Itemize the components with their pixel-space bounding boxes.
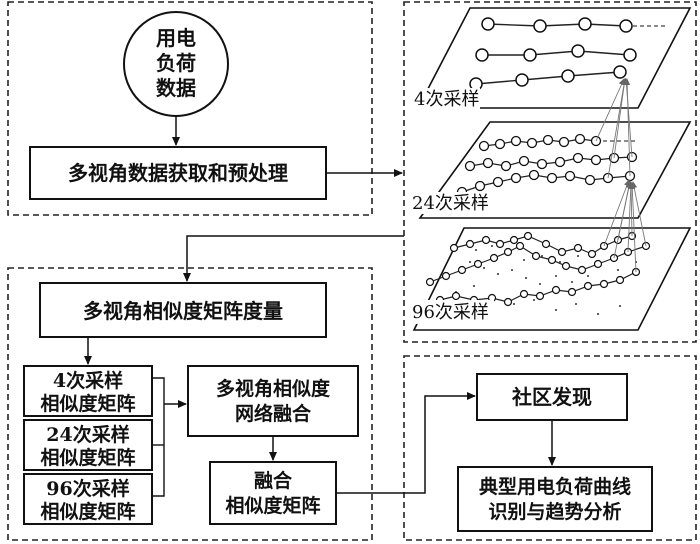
bracket-similarity-matrices bbox=[152, 377, 165, 497]
source-data-label-2: 负荷 bbox=[156, 51, 196, 75]
acquisition-box bbox=[29, 146, 327, 200]
group-frame-acquisition bbox=[7, 1, 373, 216]
similarity-24-box bbox=[23, 419, 153, 471]
community-label: 社区发现 bbox=[511, 385, 592, 409]
fused-matrix-label-2: 相似度矩阵 bbox=[225, 494, 320, 517]
similarity-96-label-2: 相似度矩阵 bbox=[40, 500, 135, 523]
similarity-96-label-1: 96次采样 bbox=[46, 477, 129, 500]
layer-96-label: 96次采样 bbox=[412, 302, 489, 323]
fused-matrix-label-1: 融合 bbox=[254, 469, 293, 492]
fusion-box bbox=[187, 365, 359, 437]
similarity-24-label-2: 相似度矩阵 bbox=[40, 446, 135, 469]
acquisition-label: 多视角数据获取和预处理 bbox=[68, 161, 288, 185]
source-data-label-1: 用电 bbox=[156, 26, 196, 50]
group-frame-multiview bbox=[403, 1, 697, 343]
layer-24-label: 24次采样 bbox=[412, 193, 489, 214]
fusion-label-1: 多视角相似度 bbox=[216, 377, 331, 400]
fused-matrix-box bbox=[209, 461, 337, 525]
similarity-96-box bbox=[23, 473, 153, 525]
layer-4-label-bg bbox=[412, 88, 480, 110]
analysis-box bbox=[457, 466, 653, 532]
layer-24-label-bg bbox=[410, 192, 488, 214]
similarity-4-box bbox=[23, 365, 153, 417]
similarity-4-label-1: 4次采样 bbox=[53, 369, 123, 392]
similarity-4-label-2: 相似度矩阵 bbox=[40, 392, 135, 415]
arrow-multiview-to-measure bbox=[183, 235, 404, 282]
analysis-label-2: 识别与趋势分析 bbox=[488, 500, 621, 523]
similarity-24-label-1: 24次采样 bbox=[46, 423, 129, 446]
aggregation-lines bbox=[595, 78, 647, 273]
layer-4-curves bbox=[475, 23, 631, 85]
source-data-label-3: 数据 bbox=[156, 76, 196, 100]
arrow-fused-to-community bbox=[336, 392, 476, 494]
measure-label: 多视角相似度矩阵度量 bbox=[83, 299, 283, 323]
group-frame-similarity bbox=[7, 267, 373, 541]
measure-box bbox=[39, 282, 327, 338]
group-frame-analysis bbox=[403, 355, 697, 541]
layer-4-label: 4次采样 bbox=[414, 89, 479, 110]
analysis-label-1: 典型用电负荷曲线 bbox=[479, 475, 631, 498]
fusion-label-2: 网络融合 bbox=[235, 402, 312, 425]
layer-96-label-bg bbox=[410, 300, 494, 324]
layer-24-nodes bbox=[456, 133, 638, 198]
